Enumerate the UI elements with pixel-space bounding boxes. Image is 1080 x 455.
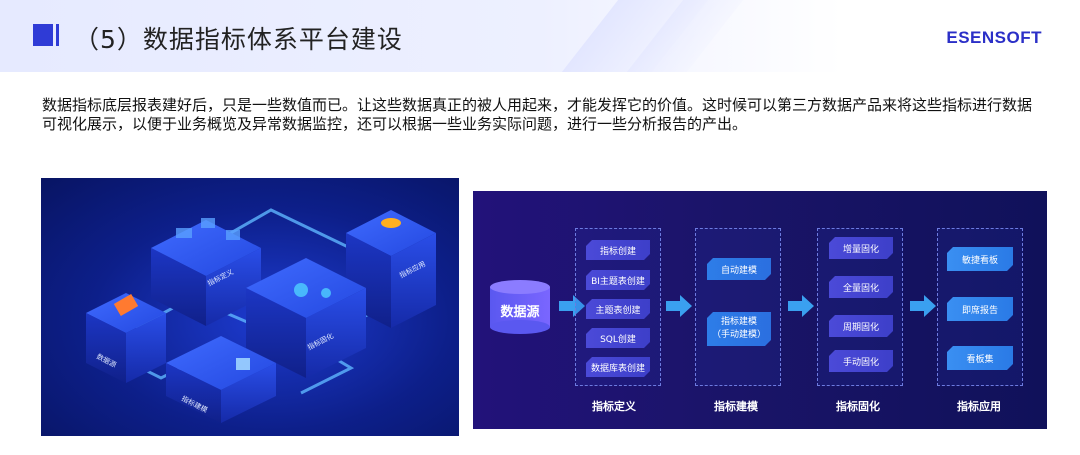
column-title: 指标建模 — [714, 400, 758, 413]
pill-item: 看板集 — [947, 346, 1013, 370]
pill-item: BI主题表创建 — [586, 270, 650, 290]
column-title: 指标应用 — [957, 400, 1001, 413]
database-cylinder-icon — [490, 280, 550, 334]
pill-item: 增量固化 — [829, 237, 893, 259]
block-datasource: 数据源 — [86, 293, 166, 383]
pill-item: 数据库表创建 — [586, 357, 650, 377]
pill-item: 指标建模 （手动建模） — [707, 312, 771, 346]
page-title: （5）数据指标体系平台建设 — [74, 25, 403, 54]
pill-item: 全量固化 — [829, 276, 893, 298]
column-modeling — [695, 228, 781, 386]
pill-item: 手动固化 — [829, 350, 893, 372]
block-application: 指标应用 — [346, 210, 436, 328]
flow-diagram: 数据源 指标创建 BI主题表创建 主题表创建 SQL创建 数据库表创建 指标定义… — [473, 191, 1047, 429]
isometric-illustration-svg: 指标定义 指标应用 指标固化 数据源 — [86, 208, 436, 423]
title-marker-icon — [33, 24, 59, 46]
pill-item: 即席报告 — [947, 297, 1013, 321]
header-band — [0, 0, 1080, 72]
column-title: 指标定义 — [592, 400, 636, 413]
arrow-right-icon — [788, 295, 814, 317]
pill-item: SQL创建 — [586, 328, 650, 348]
pill-item: 敏捷看板 — [947, 247, 1013, 271]
datasource-label: 数据源 — [500, 305, 540, 320]
brand-logo: ESENSOFT — [946, 28, 1042, 47]
pill-item: 指标创建 — [586, 240, 650, 260]
pill-item: 周期固化 — [829, 315, 893, 337]
block-solidify: 指标固化 — [246, 258, 366, 378]
arrow-right-icon — [666, 295, 692, 317]
arrow-right-icon — [559, 295, 585, 317]
pill-item: 自动建模 — [707, 258, 771, 280]
column-title: 指标固化 — [836, 400, 880, 413]
arrow-right-icon — [910, 295, 936, 317]
pill-item: 主题表创建 — [586, 299, 650, 319]
intro-paragraph: 数据指标底层报表建好后，只是一些数值而已。让这些数据真正的被人用起来，才能发挥它… — [42, 96, 1033, 133]
block-definition: 指标定义 — [151, 218, 261, 326]
isometric-platform-illustration: 指标定义 指标应用 指标固化 数据源 — [41, 178, 459, 436]
